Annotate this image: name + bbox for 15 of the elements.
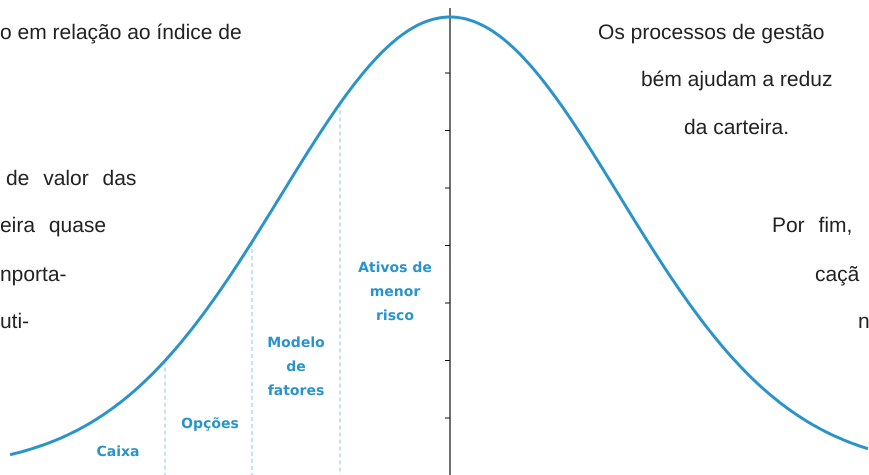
body-text: o em relação ao índice de	[0, 20, 242, 46]
body-text: caçã	[815, 262, 860, 288]
body-text: Por fim,	[772, 213, 852, 239]
body-text: n	[858, 309, 869, 335]
region-label: Opções	[180, 415, 240, 434]
body-text: eira quase	[0, 213, 106, 239]
body-text: nporta-	[0, 262, 67, 288]
body-text: bém ajudam a reduz	[641, 67, 832, 93]
region-label: Ativos de menor risco	[357, 259, 433, 326]
body-text: Os processos de gestão	[598, 20, 824, 46]
region-label: Caixa	[96, 443, 140, 462]
body-text: de valor das	[6, 166, 136, 192]
region-label: Modelo de fatores	[266, 334, 326, 401]
body-text: uti-	[0, 309, 30, 335]
body-text: da carteira.	[684, 115, 790, 141]
